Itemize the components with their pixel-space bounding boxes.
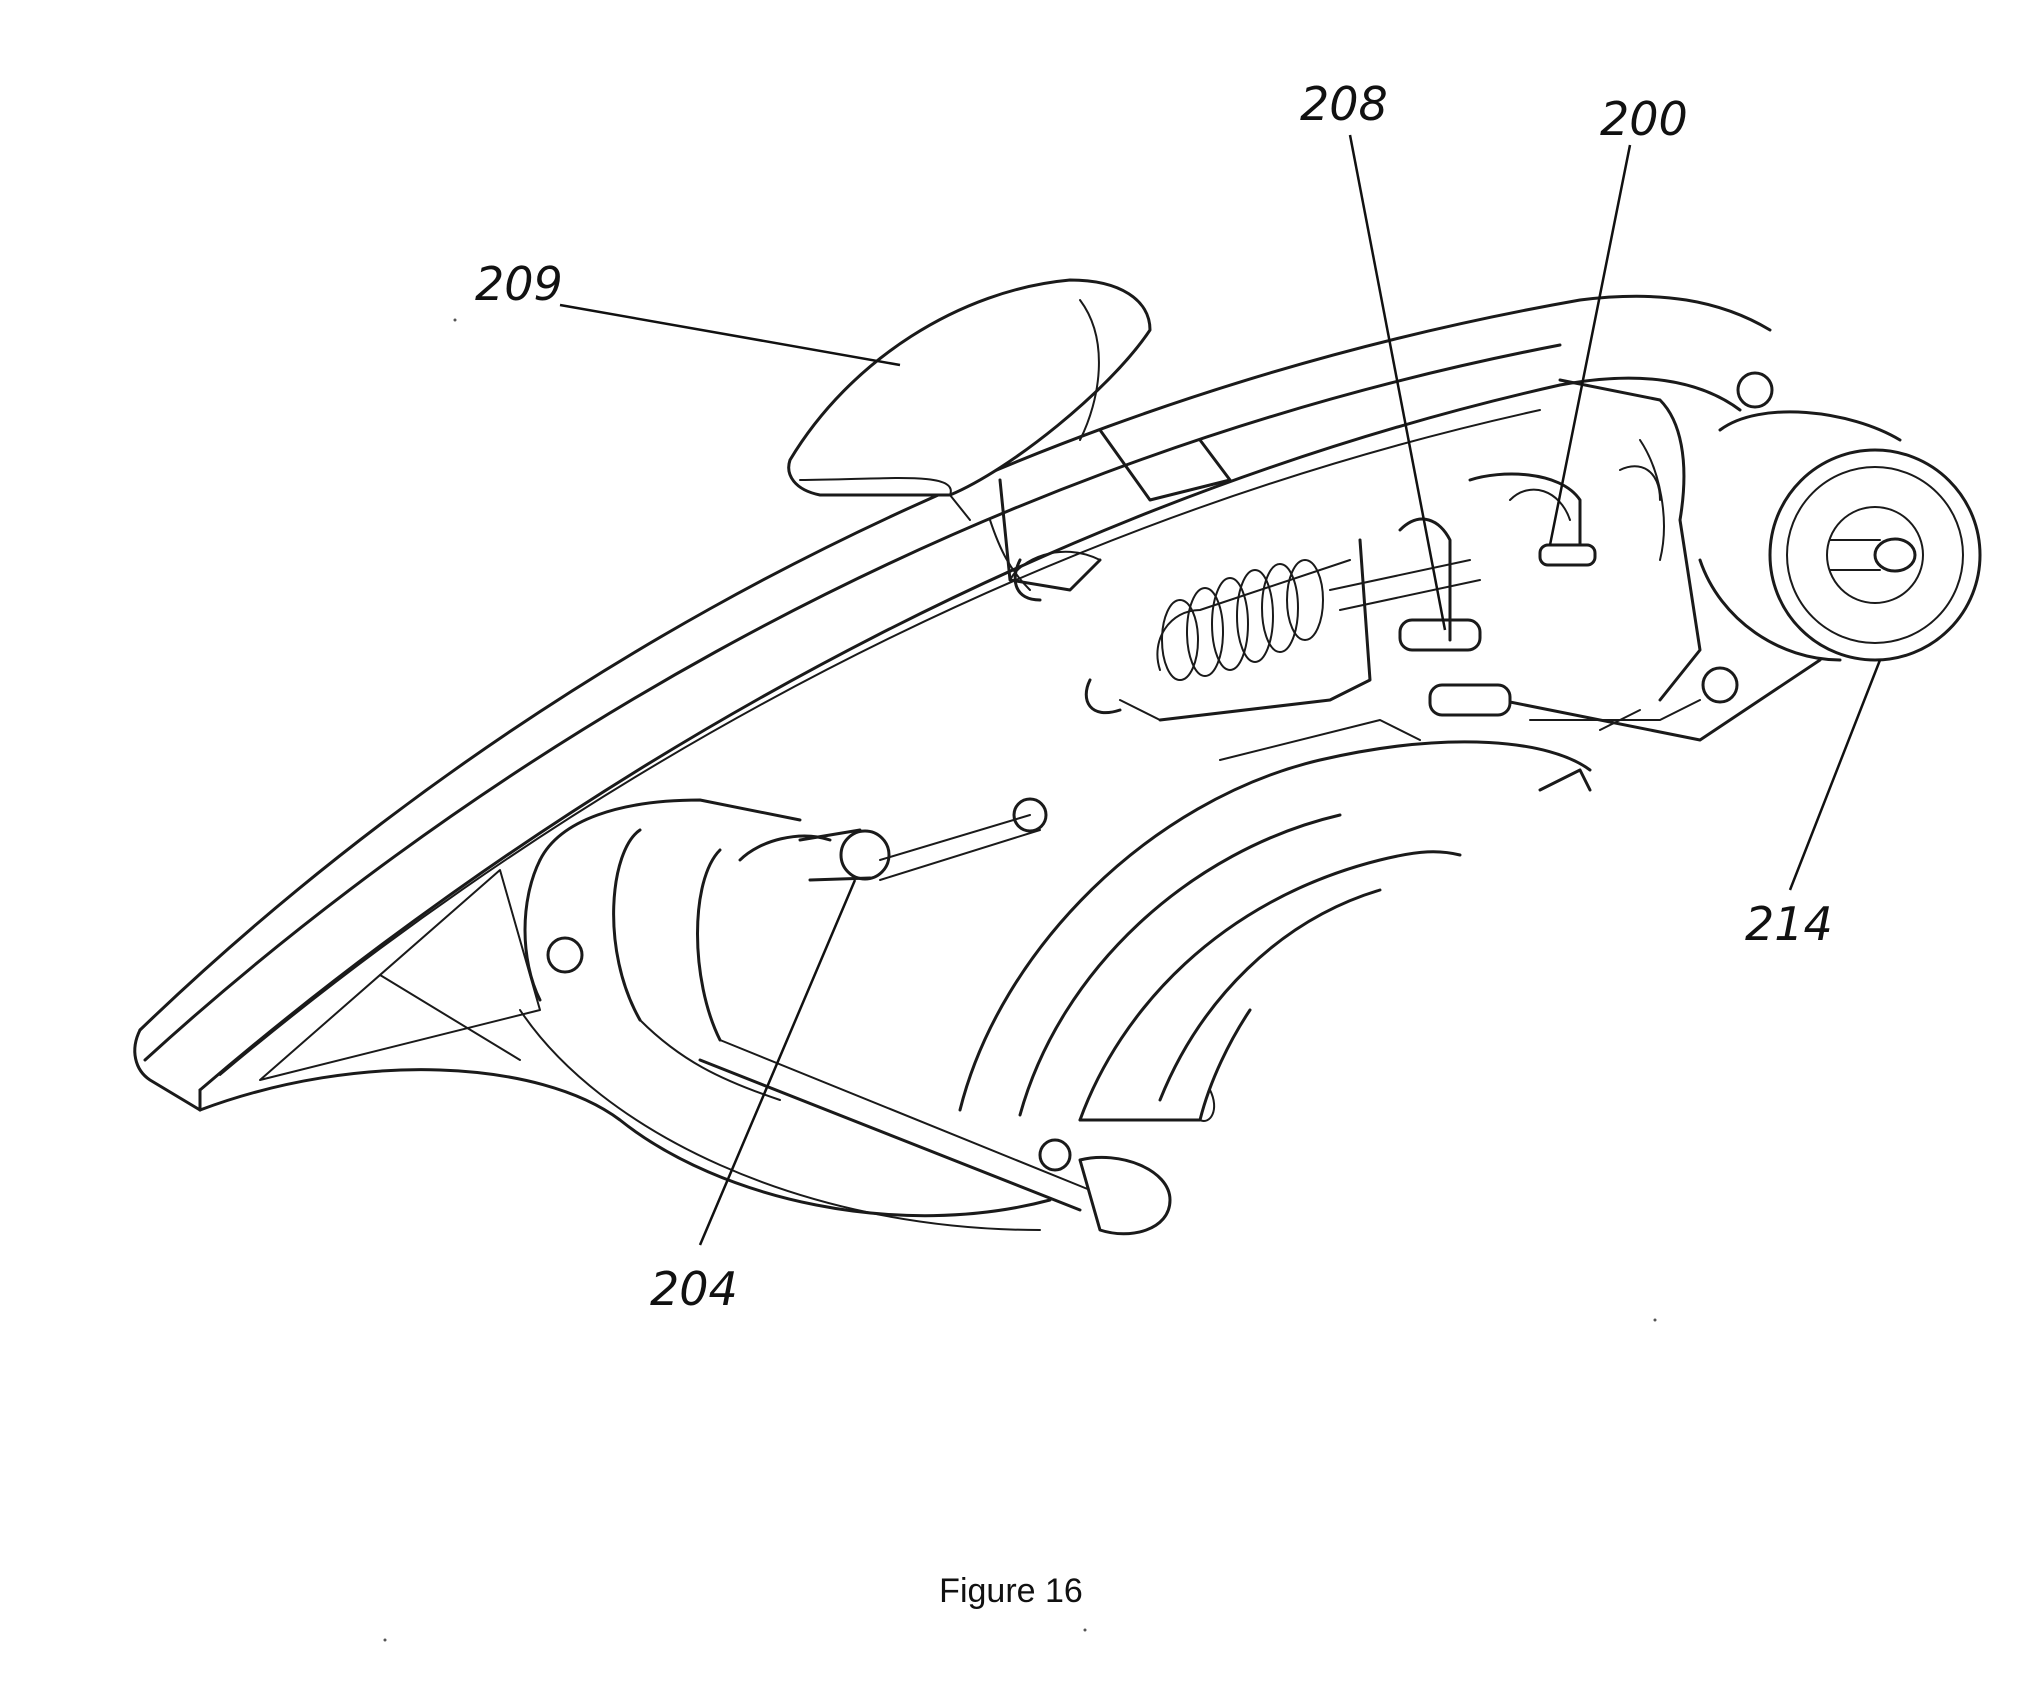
lever-button	[787, 278, 1232, 602]
ref-200: 200	[1600, 92, 1688, 146]
leader-214	[1788, 659, 1882, 891]
leader-204	[698, 879, 857, 1246]
figure-caption: Figure 16	[939, 1572, 1083, 1610]
ref-209: 209	[475, 257, 563, 311]
internal-tabs	[1398, 465, 1661, 717]
ref-214: 214	[1745, 897, 1833, 951]
ref-208: 208	[1300, 77, 1388, 131]
roller-assembly	[519, 798, 1172, 1236]
leader-200	[1548, 144, 1632, 546]
ref-204: 204	[650, 1262, 738, 1316]
reference-labels: 209 208 200 214 204	[475, 77, 1882, 1316]
leader-209	[559, 303, 901, 367]
housing-body	[133, 294, 1822, 1218]
end-cylinder	[1698, 410, 1982, 662]
leader-208	[1348, 134, 1447, 631]
pins	[546, 371, 1774, 1172]
coil-spring	[1084, 538, 1481, 722]
